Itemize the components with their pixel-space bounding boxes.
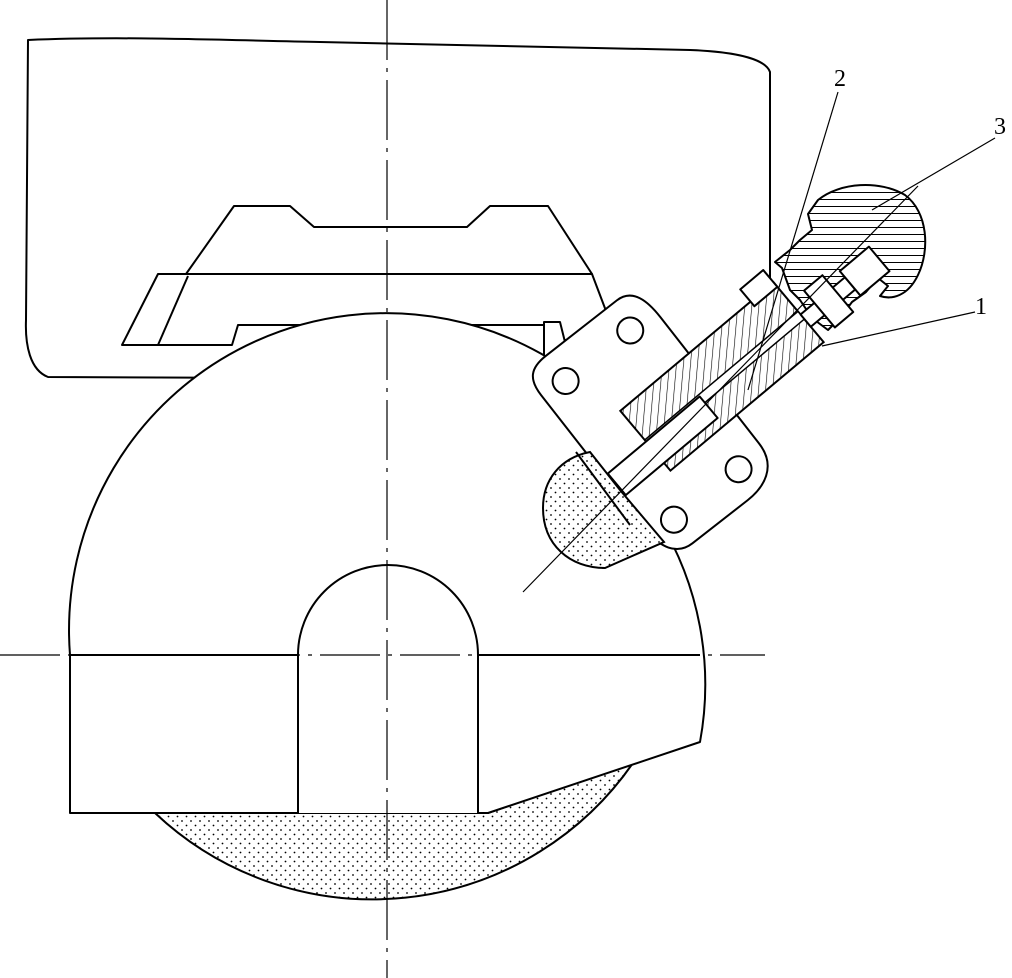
callout-label-3: 3 bbox=[994, 114, 1006, 140]
callout-label-1: 1 bbox=[975, 294, 987, 320]
leader-line-2 bbox=[747, 91, 839, 391]
screw-head bbox=[838, 245, 891, 297]
cutout-inner-edge bbox=[575, 451, 631, 526]
bracket-hole bbox=[659, 505, 688, 534]
arbor-slot bbox=[297, 564, 479, 813]
lock-nut bbox=[739, 269, 779, 308]
leader-line-3 bbox=[871, 137, 996, 211]
callout-label-2: 2 bbox=[834, 66, 846, 92]
bracket-hole bbox=[551, 367, 580, 396]
leader-line-1 bbox=[821, 311, 976, 347]
bracket-hole bbox=[616, 316, 645, 345]
dresser-axis-line bbox=[522, 185, 919, 593]
lock-nut bbox=[803, 274, 855, 329]
bracket-hole bbox=[724, 455, 753, 484]
dresser-holder bbox=[603, 245, 891, 497]
grinding-wheel bbox=[152, 761, 636, 901]
dovetail-top bbox=[185, 205, 593, 275]
slide-left-shadow bbox=[157, 275, 189, 346]
